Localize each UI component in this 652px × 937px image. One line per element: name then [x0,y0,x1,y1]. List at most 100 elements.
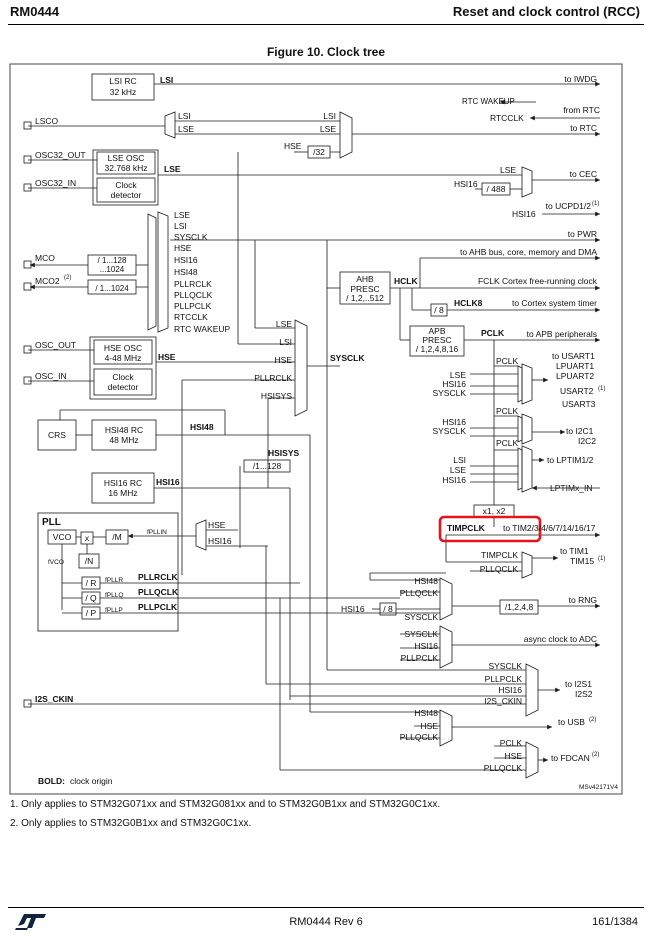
tim1-in-timpclk: TIMPCLK [481,550,518,560]
out-usart2: USART2 [560,386,594,396]
usb-mux [439,709,453,747]
usart-in-pclk: PCLK [496,356,519,366]
crs-label: CRS [48,430,66,440]
rng-div-label: /1,2,4,8 [505,602,534,612]
ucpd-hsi16: HSI16 [512,209,536,219]
adc-in-sysclk: SYSCLK [404,629,438,639]
usart2-footnote-mark: (1) [598,386,605,392]
lptim-mux [521,445,533,493]
osc-out-pin [23,345,32,354]
rtc-mux-hse: HSE [284,141,302,151]
i2c-in-hsi16: HSI16 [442,417,466,427]
in-lptim: LPTIMx_IN [550,483,593,493]
mco-in-pllrclk: PLLRCLK [174,279,212,289]
osc-in-label: OSC_IN [35,371,67,381]
out-ucpd: to UCPD1/2 [546,201,592,211]
pll-multiplier: x [85,533,90,543]
pll-title: PLL [42,517,61,528]
i2c-mux [521,413,533,445]
i2s-mux [525,663,539,717]
lsco-mux-lse: LSE [178,124,194,134]
lse-signal-label: LSE [164,164,181,174]
timpclk-signal-label: TIMPCLK [447,523,486,533]
mco2-pin-label: MCO2 [35,276,60,286]
out-lptim: to LPTIM1/2 [547,455,594,465]
mco-mux [157,211,169,333]
lse-detector-label: Clock [115,180,137,190]
cec-mux-hsi16: HSI16 [454,179,478,189]
out-apb: to APB peripherals [527,329,597,339]
lsco-pin [23,121,32,130]
adc-mux [439,625,453,669]
i2c-in-pclk: PCLK [496,406,519,416]
out-usb: to USB [558,717,585,727]
section-title: Reset and clock control (RCC) [452,4,640,19]
mco-in-hsi48: HSI48 [174,267,198,277]
i2s-ckin-pin [23,699,32,708]
out-i2s2: I2S2 [575,689,593,699]
pllrclk-signal-label: PLLRCLK [138,572,179,582]
pll-block [37,512,179,632]
hse-signal-label: HSE [158,352,176,362]
fvco-label: fVCO [48,559,64,566]
legend-text: clock origin [70,776,113,786]
out-tim: to TIM2/3/4/6/7/14/16/17 [503,523,596,533]
lsi-rc-label: LSI RC [109,76,136,86]
rng-mux [439,577,453,621]
hsi48-rc-label: HSI48 RC [105,425,143,435]
fpllin-label: fPLLIN [147,529,167,536]
pll-r-label: / R [86,578,97,588]
hsi16-rc-freq: 16 MHz [108,488,137,498]
out-i2s1: to I2S1 [565,679,592,689]
pll-m-label: /M [112,532,121,542]
rtcclk-label: RTCCLK [490,113,524,123]
footnote-1: 1. Only applies to STM32G071xx and STM32… [10,799,441,810]
pllqclk-signal-label: PLLQCLK [138,587,179,597]
out-lpuart1: LPUART1 [556,361,594,371]
usart-mux [521,363,533,405]
out-usart3: USART3 [562,399,596,409]
hsi48-rc-freq: 48 MHz [109,435,138,445]
figure-title: Figure 10. Clock tree [266,45,386,59]
out-rng: to RNG [569,595,597,605]
sysclk-in-hsisys: HSISYS [261,391,293,401]
usb-in-hsi48: HSI48 [414,708,438,718]
usart-in-lse: LSE [450,370,466,380]
footer-doc-rev: RM0444 Rev 6 [289,916,363,928]
div32-label: /32 [313,147,325,157]
sysclk-in-lse: LSE [276,319,292,329]
pll-in-hse: HSE [208,520,226,530]
osc32-in-label: OSC32_IN [35,178,76,188]
rtc-mux-lse: LSE [320,124,336,134]
lse-osc-block [92,149,159,206]
apb-presc-label-2: PRESC [422,335,451,345]
mco-pin [23,260,32,269]
i2s-in-sysclk: SYSCLK [488,661,522,671]
rtc-mux [339,111,353,159]
hclk-signal-label: HCLK [394,276,418,286]
usb-in-hse: HSE [421,721,439,731]
out-cec: to CEC [570,169,597,179]
lse-osc-label: LSE OSC [108,153,145,163]
tim1-mux [521,551,533,579]
out-i2c2: I2C2 [578,436,596,446]
rtc-wakeup-label: RTC WAKEUP [462,97,515,106]
out-i2c1: to I2C1 [566,426,594,436]
apb-presc-range: / 1,2,4,8,16 [416,344,459,354]
footer-page-number: 161/1384 [592,916,638,928]
i2s-ckin-pin-label: I2S_CKIN [35,694,73,704]
adc-in-hsi16: HSI16 [414,641,438,651]
mco-div-label-2: ...1024 [100,265,125,274]
hse-detector-label: Clock [112,372,134,382]
pll-input-mux [195,519,207,551]
fpllq-label: fPLLQ [105,592,123,599]
pllpclk-signal-label: PLLPCLK [138,602,178,612]
usart-in-hsi16: HSI16 [442,379,466,389]
fpllp-label: fPLLP [105,607,123,614]
pclk-signal-label: PCLK [481,328,505,338]
lse-osc-freq: 32.768 kHz [105,163,148,173]
fdcan-footnote-mark: (2) [592,752,599,758]
sysclk-in-hse: HSE [275,355,293,365]
fdcan-mux [525,741,539,779]
ahb-presc-label-2: PRESC [350,284,379,294]
